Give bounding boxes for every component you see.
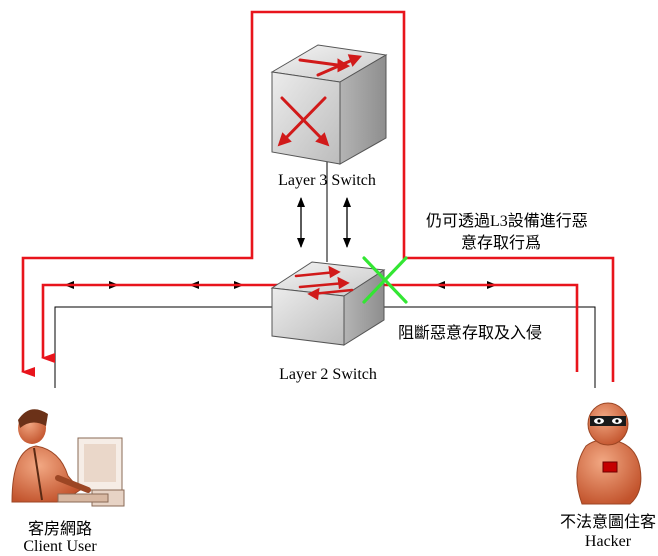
bypass-annotation-line1: 仍可透過L3設備進行惡 [426, 213, 588, 230]
hacker-label-zh: 不法意圖住客 [559, 514, 657, 531]
bypass-annotation-line2: 意存取行爲 [461, 235, 542, 252]
blocked-annotation: 阻斷惡意存取及入侵 [398, 325, 543, 342]
l2-hacker-link [382, 306, 596, 388]
layer2-switch [270, 261, 386, 346]
bypass-path-via-l3 [21, 10, 615, 382]
layer3-switch [270, 44, 388, 165]
layer3-switch-label: Layer 3 Switch [278, 172, 376, 189]
network-links [54, 160, 596, 388]
blocked-x-mark [362, 256, 408, 304]
hacker-label-en: Hacker [584, 533, 632, 550]
layer2-switch-label: Layer 2 Switch [279, 366, 377, 383]
bidirectional-arrows [64, 197, 497, 289]
routing-arrows-icon [277, 54, 362, 147]
hacker-figure [576, 402, 642, 505]
client-label-zh: 客房網路 [27, 521, 93, 538]
client-label-en: Client User [23, 538, 97, 555]
l2-client-link [54, 306, 288, 388]
switching-arrows-icon [294, 265, 354, 301]
client-user-figure [11, 409, 125, 507]
